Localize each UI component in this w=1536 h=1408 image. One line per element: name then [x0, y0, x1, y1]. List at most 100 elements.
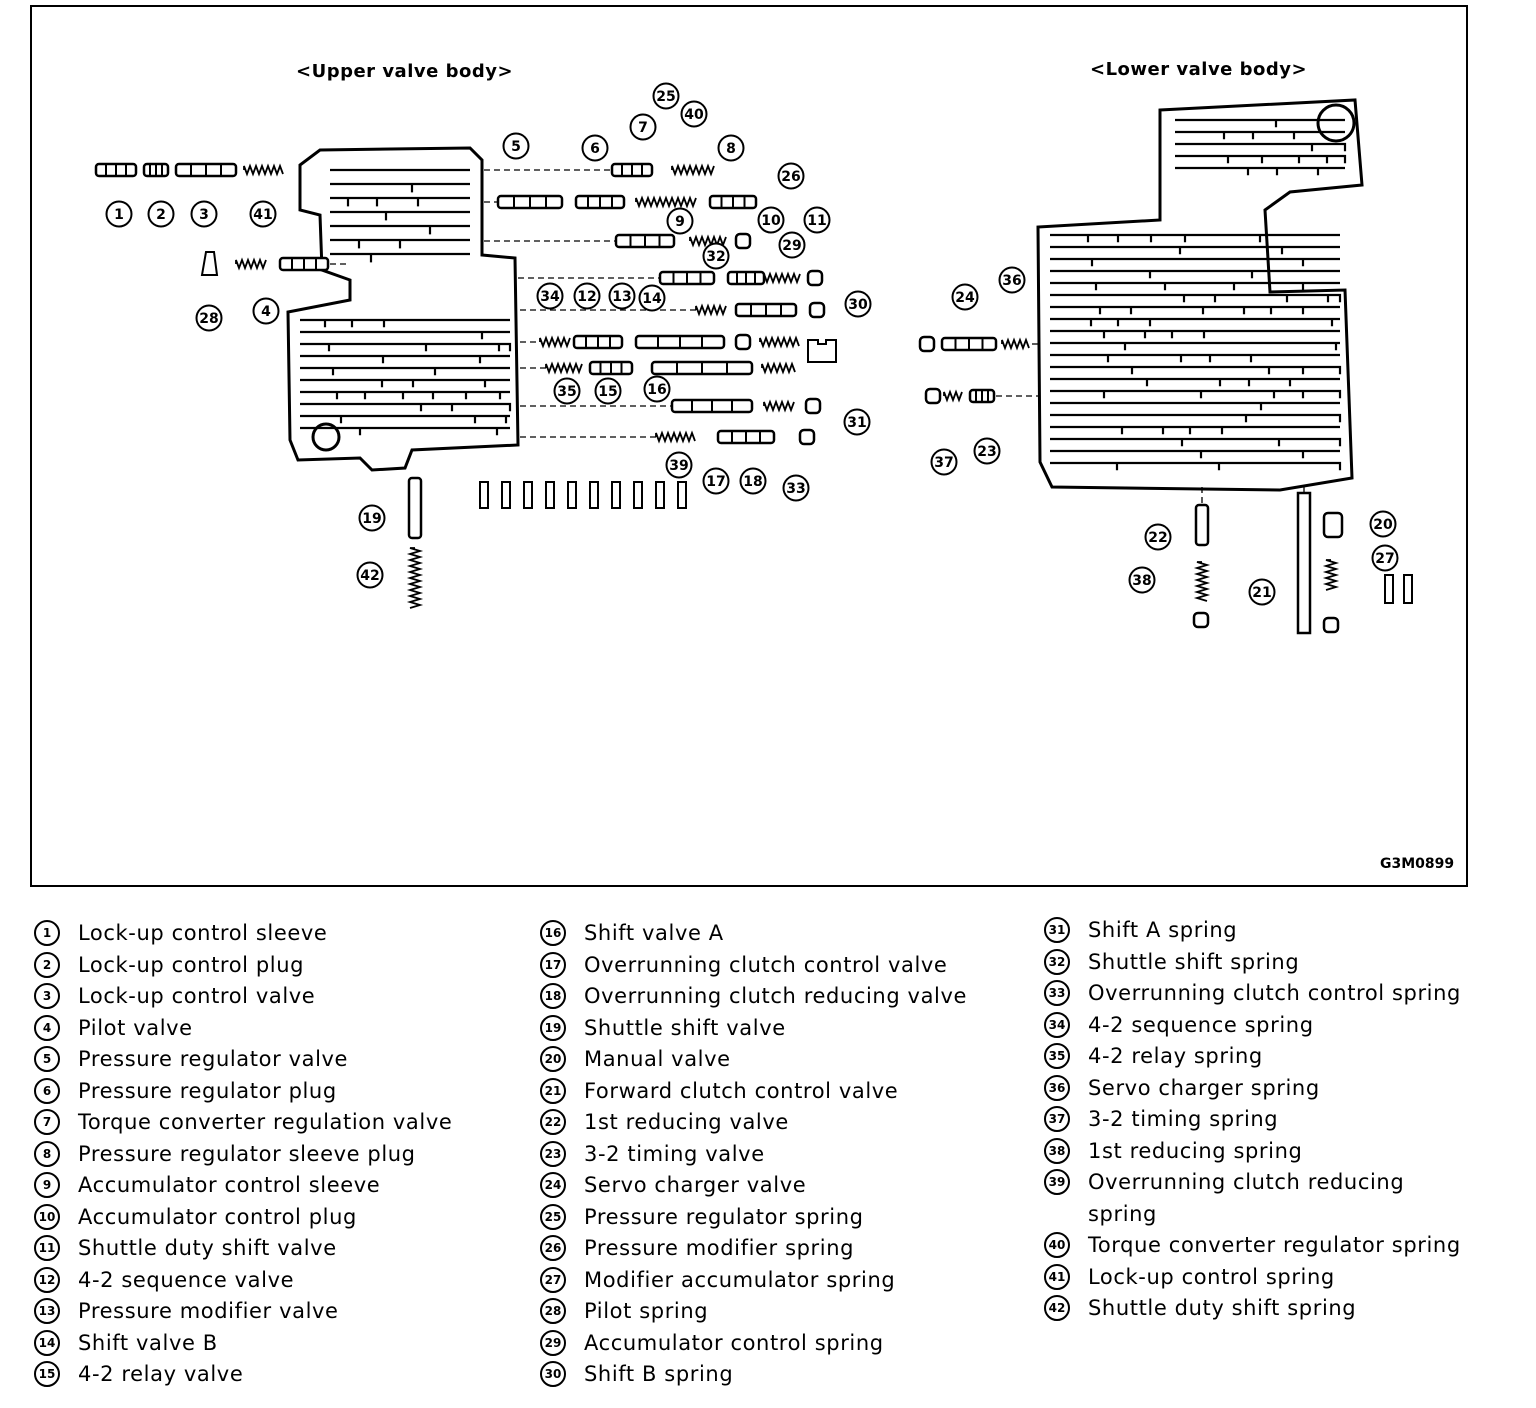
legend-text: Shift valve A: [584, 921, 724, 945]
svg-text:8: 8: [726, 141, 736, 157]
pilot-valve: [278, 256, 330, 272]
legend-text: Shuttle shift valve: [584, 1015, 786, 1040]
modifier-accumulator-spring: [1322, 559, 1340, 591]
callout-42: 42: [356, 561, 384, 589]
legend-text: Manual valve: [584, 1047, 731, 1071]
svg-text:29: 29: [782, 238, 801, 254]
legend-text: Pressure regulator sleeve plug: [78, 1141, 416, 1166]
pilot-cap: [806, 269, 824, 287]
legend-number: 15: [34, 1361, 60, 1387]
legend-number: 26: [540, 1235, 566, 1261]
svg-text:17: 17: [706, 474, 725, 490]
legend-item-10: 10 Accumulator control plug: [34, 1202, 514, 1234]
legend-number: 5: [34, 1046, 60, 1072]
legend-text: 4-2 relay valve: [78, 1362, 244, 1386]
svg-text:10: 10: [761, 213, 781, 229]
svg-text:11: 11: [807, 213, 826, 229]
legend-number: 37: [1044, 1106, 1070, 1132]
legend-item-34: 34 4-2 sequence spring: [1044, 1010, 1524, 1042]
legend-text: 1st reducing spring: [1088, 1138, 1303, 1163]
callout-13: 13: [608, 282, 636, 310]
reducing-plug: [798, 428, 816, 446]
svg-text:12: 12: [577, 289, 596, 305]
callout-33: 33: [782, 474, 810, 502]
lower-body-channels-main: [1050, 233, 1342, 471]
svg-text:20: 20: [1373, 517, 1393, 533]
legend-number: 6: [34, 1077, 60, 1104]
legend-item-31: 31 Shift A spring: [1044, 915, 1524, 947]
legend-number: 23: [540, 1140, 566, 1167]
legend-text: Torque converter regulator spring: [1088, 1233, 1461, 1257]
callout-22: 22: [1144, 523, 1172, 551]
svg-text:15: 15: [598, 384, 617, 400]
retainer-pin: [523, 481, 533, 509]
legend-text: Shift A spring: [1088, 918, 1238, 942]
legend-text: Lock-up control valve: [78, 984, 316, 1008]
legend-number: 24: [540, 1172, 566, 1198]
svg-text:2: 2: [156, 207, 166, 223]
legend-number: 34: [1044, 1011, 1070, 1038]
overrunning-control-valve: [670, 398, 754, 414]
tc-spring: [671, 163, 715, 177]
figure-code: G3M0899: [1380, 856, 1455, 872]
svg-text:9: 9: [675, 214, 685, 230]
legend-item-25: 25 Pressure regulator spring: [540, 1202, 1020, 1234]
overrunning-reducing-valve: [716, 429, 776, 445]
legend-number: 31: [1044, 917, 1070, 943]
svg-text:13: 13: [612, 289, 631, 305]
retainer-pin: [655, 481, 665, 509]
callout-36: 36: [998, 266, 1026, 294]
svg-text:24: 24: [955, 290, 975, 306]
shift-b-bracket: [807, 339, 837, 363]
legend-text: 4-2 sequence spring: [1088, 1012, 1314, 1037]
legend-text: Lock-up control sleeve: [78, 921, 328, 945]
lockup-sleeve: [94, 162, 138, 178]
legend-number: 12: [34, 1266, 60, 1293]
legend-text: Forward clutch control valve: [584, 1078, 899, 1103]
svg-text:23: 23: [977, 444, 996, 460]
legend-text: Lock-up control spring: [1088, 1264, 1335, 1289]
retainer-pin: [501, 481, 511, 509]
manual-valve: [1322, 511, 1344, 539]
upper-body-channels-top: [330, 168, 470, 263]
servo-charger-valve: [940, 336, 998, 352]
pressure-regulator-spring: [635, 195, 697, 209]
shuttle-cap: [808, 301, 826, 319]
callout-31: 31: [843, 408, 871, 436]
reducing-plug-lower: [1192, 611, 1210, 629]
valve-bodies: [286, 98, 1364, 492]
legend-item-15: 15 4-2 relay valve: [34, 1359, 514, 1391]
lower-valve-body-label: <Lower valve body>: [1090, 59, 1308, 80]
legend-number: 10: [34, 1203, 60, 1230]
retainer-pin: [545, 481, 555, 509]
accumulator-spring: [763, 271, 801, 285]
svg-text:22: 22: [1148, 530, 1167, 546]
svg-text:3: 3: [199, 207, 209, 223]
svg-text:41: 41: [253, 207, 272, 223]
svg-text:26: 26: [781, 169, 800, 185]
legend-number: 25: [540, 1203, 566, 1230]
legend-text: Pressure regulator spring: [584, 1204, 864, 1229]
callout-23: 23: [973, 437, 1001, 465]
callout-39: 39: [665, 451, 693, 479]
legend-text: 3-2 timing valve: [584, 1141, 765, 1166]
callout-3: 3: [190, 200, 218, 228]
timing-plug: [924, 387, 942, 405]
upper-body-port: [311, 422, 341, 452]
retainer-pin: [589, 481, 599, 509]
legend-text: Overrunning clutch reducing spring: [1088, 1170, 1405, 1226]
legend-text: 4-2 relay spring: [1088, 1044, 1263, 1068]
legend-text: Accumulator control plug: [78, 1204, 357, 1229]
